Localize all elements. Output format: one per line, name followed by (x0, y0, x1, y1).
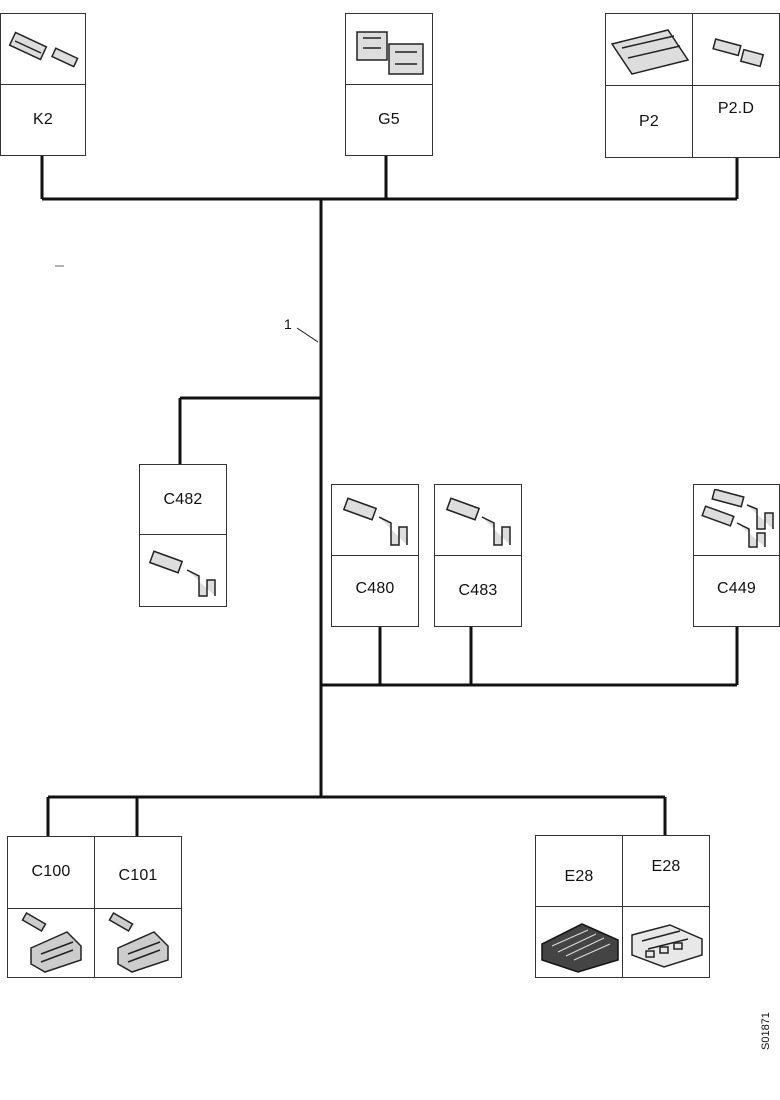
figure-code: S01871 (760, 1012, 772, 1050)
callout-leader (296, 327, 319, 343)
connector-g5: G5 (345, 13, 433, 156)
connector-c480-label: C480 (355, 580, 395, 597)
terminal-pair-icon (700, 489, 774, 548)
connector-g5-label: G5 (378, 111, 400, 128)
connector-c100-group: C100 C101 (7, 836, 182, 978)
connector-c482-image (140, 535, 226, 606)
wire-callout-label: 1 (284, 316, 292, 332)
terminal-pin-icon (445, 497, 511, 546)
connector-c449-image (694, 485, 779, 556)
connector-e28b-label: E28 (623, 836, 709, 907)
connector-c100-label: C100 (8, 837, 95, 909)
connector-block-icon (610, 28, 690, 75)
connector-c449-label: C449 (716, 580, 757, 597)
connector-housing-icon (631, 924, 703, 968)
connector-c483-image (435, 485, 521, 556)
connector-c483: C483 (434, 484, 522, 627)
connector-c480: C480 (331, 484, 419, 627)
terminal-pin-icon (712, 37, 765, 67)
connector-block-icon (541, 923, 619, 973)
connector-c449: C449 (693, 484, 780, 627)
connector-plug-icon (8, 31, 79, 68)
connector-c101-label: C101 (95, 837, 181, 909)
connector-c100-image (8, 909, 95, 977)
connector-e28a-image (536, 907, 623, 977)
connector-c480-image (332, 485, 418, 556)
connector-housing-icon (21, 912, 82, 973)
connector-c482-label: C482 (140, 465, 226, 535)
terminal-pin-icon (342, 497, 408, 546)
connector-p2-label: P2 (606, 86, 693, 157)
connector-k2: K2 (0, 13, 86, 156)
connector-c101-image (95, 909, 181, 977)
harness-wires (40, 155, 739, 837)
connector-p2d-label: P2.D (717, 100, 755, 117)
connector-e28-group: E28 E28 (535, 835, 710, 978)
connector-k2-label: K2 (33, 111, 53, 128)
connector-e28b-image (623, 907, 709, 977)
connector-e28a-label: E28 (536, 836, 623, 907)
connector-p2-group: P2 P2.D (605, 13, 780, 158)
connector-p2-image (606, 14, 693, 86)
connector-g5-image (346, 14, 432, 85)
connector-p2d-image (693, 14, 779, 86)
connector-housing-icon (108, 912, 169, 973)
connector-k2-image (1, 14, 85, 85)
connector-housing-icon (356, 31, 424, 75)
connector-c482: C482 (139, 464, 227, 607)
connector-c483-label: C483 (458, 582, 498, 599)
terminal-pin-icon (148, 549, 216, 597)
